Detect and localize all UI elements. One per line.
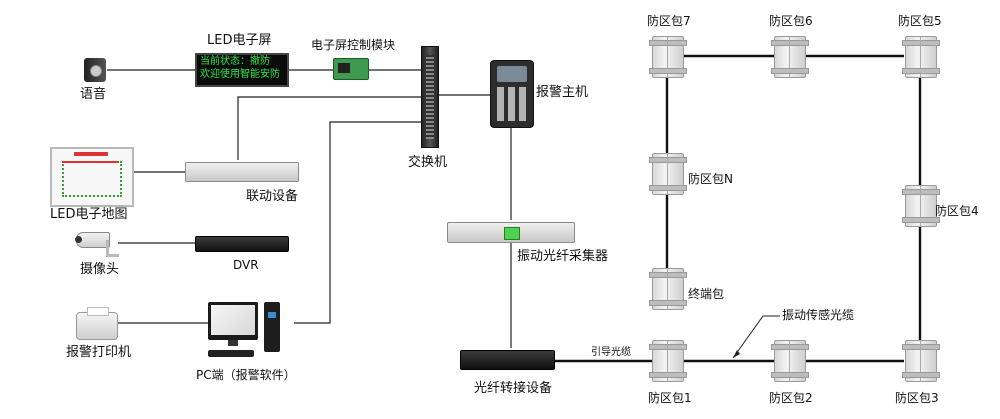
fiber-adapter-label: 光纤转接设备 (474, 381, 553, 396)
led-screen-line-1: 当前状态：撤防 (200, 56, 270, 67)
terminal-label: 终端包 (688, 287, 725, 301)
led-screen-icon: 当前状态：撤防 欢迎使用智能安防 (195, 53, 289, 87)
linkage-label: 联动设备 (246, 189, 299, 204)
camera-mount-icon (106, 240, 119, 257)
network-switch-icon (421, 46, 439, 148)
camera-icon (75, 232, 110, 248)
dvr-label: DVR (233, 258, 259, 272)
camera-label: 摄像头 (80, 262, 120, 277)
pc-tower-icon (264, 302, 280, 352)
switch-label: 交换机 (408, 155, 448, 170)
zone-n-label: 防区包N (688, 172, 733, 186)
zone-box-7-icon (649, 36, 687, 78)
speaker-icon (84, 58, 106, 82)
fiber-collector-label: 振动光纤采集器 (517, 249, 609, 264)
zone-box-4-icon (902, 185, 940, 227)
pc-label: PC端（报警软件） (196, 368, 296, 382)
led-map-label: LED电子地图 (50, 207, 128, 222)
zone-box-2-icon (771, 340, 809, 382)
callout-arrow (733, 350, 740, 358)
led-map-icon (50, 147, 134, 207)
terminal-box-icon (649, 268, 687, 310)
zone-3-label: 防区包3 (895, 391, 939, 405)
zone-5-label: 防区包5 (898, 14, 942, 28)
zone-6-label: 防区包6 (769, 14, 813, 28)
led-screen-line-2: 欢迎使用智能安防 (200, 69, 280, 80)
printer-label: 报警打印机 (66, 345, 132, 360)
control-module-label: 电子屏控制模块 (311, 38, 396, 52)
pc-monitor-icon (208, 302, 258, 340)
sensing-cable-callout (732, 315, 780, 359)
printer-icon (76, 307, 118, 340)
led-screen-label: LED电子屏 (207, 33, 272, 48)
zone-box-6-icon (771, 36, 809, 78)
zone-1-label: 防区包1 (648, 391, 692, 405)
zone-box-1-icon (649, 340, 687, 382)
zone-7-label: 防区包7 (647, 14, 691, 28)
alarm-host-icon (490, 60, 534, 128)
zone-4-label: 防区包4 (935, 204, 979, 218)
zone-box-n-icon (649, 153, 687, 195)
pc-keyboard-icon (208, 350, 254, 357)
zone-box-5-icon (902, 36, 940, 78)
alarm-host-label: 报警主机 (536, 85, 589, 100)
sensing-cable-label: 振动传感光缆 (782, 308, 855, 322)
linkage-device-icon (185, 162, 299, 182)
control-module-icon (333, 58, 369, 80)
dvr-icon (195, 236, 289, 252)
pc-stand-icon (228, 340, 238, 346)
fiber-collector-icon (447, 222, 575, 243)
speech-label: 语音 (80, 87, 107, 102)
zone-2-label: 防区包2 (769, 391, 813, 405)
link-switch-linkage (237, 96, 421, 160)
fiber-adapter-icon (460, 350, 555, 370)
zone-box-3-icon (902, 340, 940, 382)
lead-fiber-label: 引导光缆 (591, 347, 631, 358)
link-switch-pc (294, 121, 421, 324)
